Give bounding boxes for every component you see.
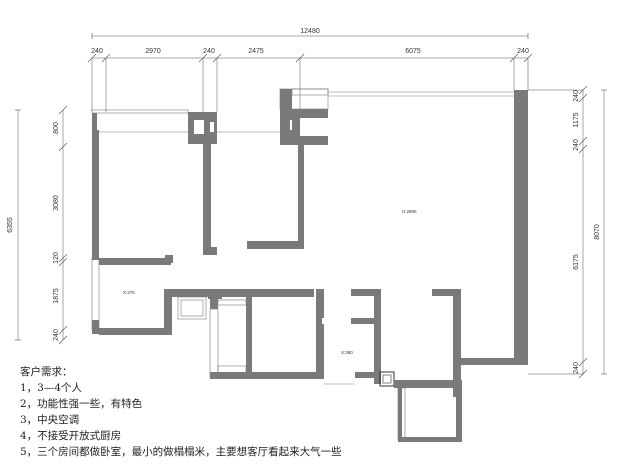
client-requirements: 客户需求： 1，3—4个人 2，功能性强一些，有特色 3，中央空调 4，不接受开… [20, 364, 460, 460]
dim-right-2: 1175 [573, 112, 580, 127]
dim-top-total: 12480 [300, 28, 320, 35]
top-dimension: 12480 240 2970 240 2475 6075 240 [87, 28, 533, 112]
dim-top-6: 240 [517, 48, 529, 55]
dim-right-5: 240 [573, 362, 580, 374]
dim-top-1: 240 [91, 48, 103, 55]
dim-left-4: 1875 [53, 288, 60, 304]
dim-left-1: 800 [53, 122, 60, 134]
right-dimension: 8070 240 1175 240 6175 240 [528, 85, 607, 379]
dim-right-1: 240 [573, 90, 580, 102]
label-bedroom: X:275 [123, 290, 135, 295]
dim-top-5: 6075 [405, 48, 421, 55]
dim-left-3: 120 [53, 252, 60, 264]
note-item-3: 3，中央空调 [20, 414, 80, 426]
dim-left-5: 240 [53, 329, 60, 341]
note-item-1: 1，3—4个人 [20, 382, 83, 394]
note-item-2: 2，功能性强一些，有特色 [20, 398, 143, 410]
label-bath: X:380 [341, 350, 353, 355]
notes-title: 客户需求： [20, 366, 73, 378]
dim-top-2: 2970 [145, 48, 161, 55]
dim-left-2: 3080 [53, 195, 60, 211]
note-item-4: 4，不接受开放式厨房 [20, 430, 122, 442]
dim-right-4: 6175 [573, 254, 580, 270]
dim-top-3: 240 [203, 48, 215, 55]
dim-right-3: 240 [573, 139, 580, 151]
dim-top-4: 2475 [248, 48, 264, 55]
dim-right-total: 8070 [594, 224, 601, 240]
note-item-5: 5，三个房间都做卧室，最小的做榻榻米，主要想客厅看起来大气一些 [20, 446, 342, 458]
left-dimension: 6355 800 3080 120 1875 240 [7, 105, 68, 345]
walls [91, 88, 528, 442]
label-living: H:2890 [402, 209, 417, 214]
dim-left-total: 6355 [7, 217, 14, 233]
